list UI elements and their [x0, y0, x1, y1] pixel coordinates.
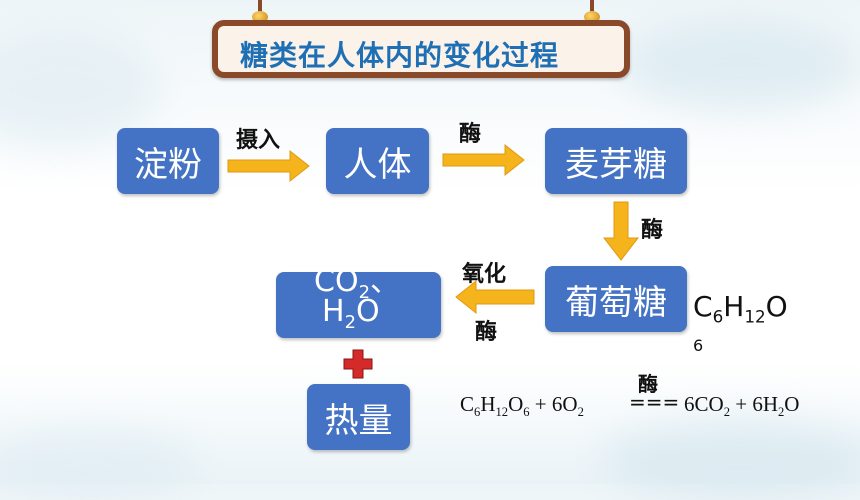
red-plus-icon — [343, 349, 373, 379]
label-oxidation: 氧化 — [462, 262, 507, 287]
hanger-right — [590, 0, 594, 18]
arrow-glucose-to-co2 — [455, 279, 535, 315]
glucose-formula-tail: 6 — [693, 336, 704, 355]
node-starch: 淀粉 — [117, 128, 219, 194]
product-h2o: H2O — [322, 294, 380, 333]
label-enzyme-1: 酶 — [459, 122, 482, 147]
equation-enzyme: 酶 — [638, 372, 658, 396]
arrow-maltose-to-glucose — [602, 201, 640, 261]
node-co2-h2o: CO2、 H2O — [276, 272, 441, 338]
node-maltose: 麦芽糖 — [545, 128, 687, 194]
equation-lhs: C6H12O6 + 6O2 — [460, 392, 584, 420]
node-heat: 热量 — [307, 384, 410, 450]
label-enzyme-3: 酶 — [475, 320, 498, 345]
label-intake: 摄入 — [236, 128, 281, 153]
product-co2: CO2、 — [314, 272, 401, 303]
glucose-formula: C6H12O — [693, 290, 788, 327]
flow-arrows — [227, 143, 640, 315]
arrow-starch-to-body — [227, 149, 310, 183]
page-title: 糖类在人体内的变化过程 — [240, 39, 560, 72]
equation-rhs: 6CO2 + 6H2O — [684, 392, 800, 420]
equation-sign: === — [629, 390, 680, 414]
hanger-left — [258, 0, 262, 18]
label-enzyme-2: 酶 — [641, 218, 664, 243]
title-board: 糖类在人体内的变化过程 — [212, 20, 630, 78]
node-body: 人体 — [326, 128, 429, 194]
arrow-body-to-maltose — [442, 143, 525, 177]
node-glucose: 葡萄糖 — [545, 266, 687, 332]
